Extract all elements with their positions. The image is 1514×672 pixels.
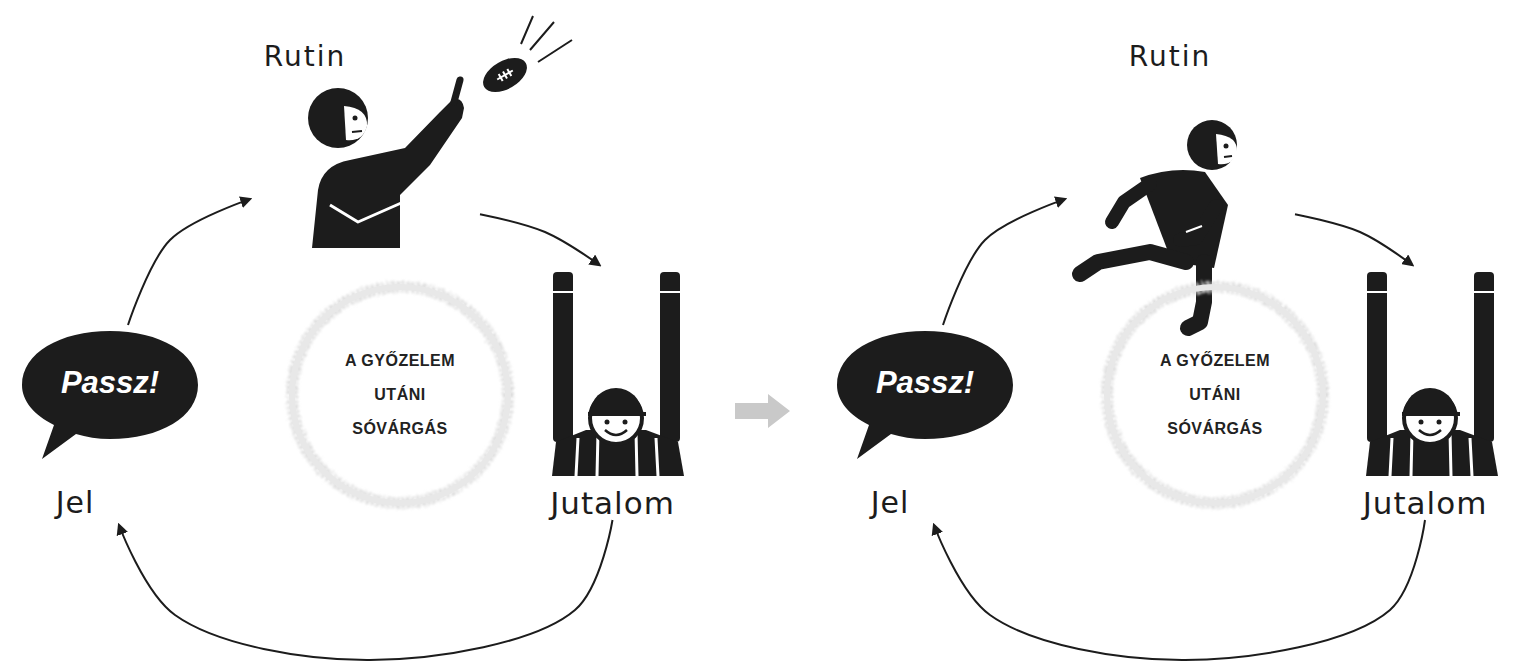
craving-ring-outline [292,287,508,503]
routine-label: Rutin [1115,40,1225,73]
speed-lines [521,16,572,62]
eye [1224,144,1229,149]
player-face [1216,134,1237,164]
craving-ring-core [1107,287,1323,503]
loop-arrow [1295,214,1412,265]
craving-text: A GYŐZELEM UTÁNI SÓVÁRGÁS [1155,344,1275,446]
referee-figure [1366,272,1498,476]
player-arm [1112,184,1150,222]
loop-arrow [119,520,613,660]
mouth [1224,156,1232,157]
player-leg [1080,252,1186,274]
craving-text: A GYŐZELEM UTÁNI SÓVÁRGÁS [340,344,460,446]
referee-figure [552,272,684,476]
cue-bubble: Passz! Jel [20,325,200,525]
routine-node: Rutin [250,40,480,255]
loop-arrow [943,199,1065,325]
speech-bubble [20,325,200,525]
cue-label: Jel [855,485,925,520]
bubble-text: Passz! [835,365,1015,401]
reward-node: Jutalom [520,265,705,520]
football-laces [495,67,515,83]
reward-label: Jutalom [520,485,705,521]
mouth [352,131,362,132]
craving-circle: A GYŐZELEM UTÁNI SÓVÁRGÁS [1100,280,1330,510]
routine-node: Rutin [1065,40,1295,255]
eye [353,116,358,121]
cue-label: Jel [40,485,110,520]
cue-bubble: Passz! Jel [835,325,1015,525]
craving-circle: A GYŐZELEM UTÁNI SÓVÁRGÁS [285,280,515,510]
football-ball [477,51,533,99]
player-helmet [308,88,368,148]
pointing-finger [454,80,460,102]
loop-arrow [480,214,600,265]
player-arm [1180,206,1216,240]
bubble-text: Passz! [20,365,200,401]
speech-bubble [835,325,1015,525]
loop-arrow [934,520,1425,660]
reward-label: Jutalom [1335,485,1514,521]
player-helmet [1187,120,1237,170]
arm-outline [330,186,430,222]
quarterback-figure [308,16,572,248]
football [477,51,533,99]
loop-arrow [128,199,250,325]
reward-node: Jutalom [1335,265,1514,520]
routine-label: Rutin [250,40,360,73]
ball-outline [1186,226,1202,232]
transition-arrow [735,394,790,428]
craving-ring-core [292,287,508,503]
player-face [344,106,367,140]
craving-ring-outline [1107,287,1323,503]
